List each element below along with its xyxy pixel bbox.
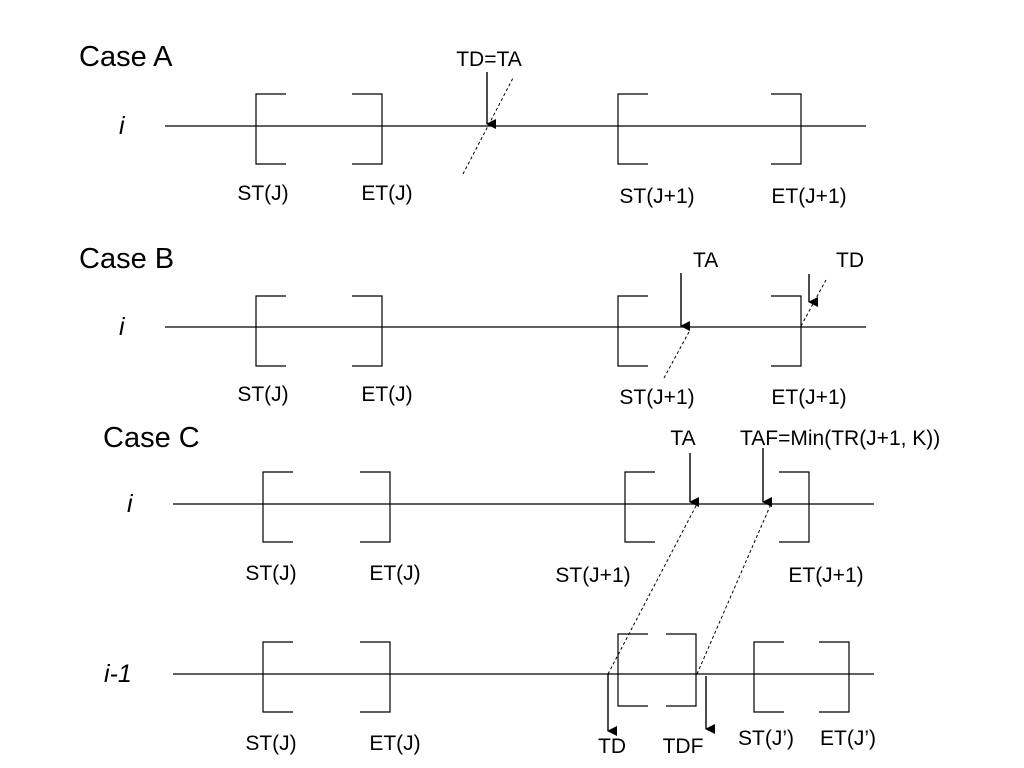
case-c-et-jp-label: ET(J’)	[820, 727, 876, 750]
case-a-td-ta-label: TD=TA	[456, 48, 522, 71]
case-a-st-j1-bracket	[617, 93, 648, 165]
case-a-dashed-transfer	[462, 77, 514, 175]
case-b: Case B i TA TD ST(J) ET(J) ST(J+1) ET(J+…	[79, 243, 866, 409]
case-a-et-j-bracket	[352, 93, 383, 165]
case-c-dashed-tdf-taf	[696, 503, 772, 675]
case-c: Case C i TA TAF=Min(TR(J+1, K)) ST(J) ET…	[103, 422, 940, 758]
case-b-st-j-bracket	[255, 295, 286, 367]
case-b-ta-label: TA	[693, 249, 718, 272]
case-c-i-et-j-bracket	[360, 471, 391, 543]
case-c-i1-task-start-bracket	[617, 633, 648, 707]
case-c-i-st-j-bracket	[262, 471, 293, 543]
case-a-st-j-label: ST(J)	[237, 182, 288, 205]
case-b-title: Case B	[79, 243, 174, 275]
case-b-row-label: i	[119, 313, 126, 341]
case-c-tdf-label: TDF	[663, 735, 704, 758]
case-b-st-j1-label: ST(J+1)	[619, 386, 694, 409]
case-c-i-st-j1-label: ST(J+1)	[555, 564, 630, 587]
case-c-i1-et-j-label: ET(J)	[369, 732, 420, 755]
case-b-st-j1-bracket	[617, 295, 648, 367]
case-c-i1-et-jp-bracket	[819, 641, 850, 713]
case-c-i-st-j1-bracket	[624, 471, 655, 543]
case-c-dashed-td-ta	[607, 503, 698, 675]
case-a: Case A i TD=TA ST(J) ET(J) ST(J+1) ET(J+…	[79, 41, 866, 208]
case-b-et-j1-label: ET(J+1)	[771, 386, 846, 409]
case-b-dashed-td	[800, 279, 827, 327]
case-a-st-j-bracket	[255, 93, 286, 165]
case-b-et-j-bracket	[352, 295, 383, 367]
case-c-i-et-j-label: ET(J)	[369, 562, 420, 585]
case-c-i1-st-jp-bracket	[753, 641, 784, 713]
case-b-et-j-label: ET(J)	[361, 383, 412, 406]
case-b-dashed-ta	[663, 329, 691, 379]
case-b-st-j-label: ST(J)	[237, 383, 288, 406]
case-c-i1-st-j-bracket	[262, 641, 293, 713]
case-a-st-j1-label: ST(J+1)	[619, 185, 694, 208]
case-c-title: Case C	[103, 422, 200, 454]
case-c-i-et-j1-bracket	[779, 471, 810, 543]
case-c-row-i-label: i	[127, 490, 134, 518]
case-c-i1-et-j-bracket	[360, 641, 391, 713]
case-a-et-j-label: ET(J)	[361, 182, 412, 205]
case-b-td-label: TD	[836, 249, 864, 272]
case-c-i1-task-end-bracket	[666, 633, 697, 707]
case-a-et-j1-bracket	[771, 93, 802, 165]
case-a-title: Case A	[79, 41, 173, 73]
case-c-i-et-j1-label: ET(J+1)	[788, 564, 863, 587]
case-c-ta-label: TA	[670, 427, 695, 450]
case-c-row-i1-label: i-1	[104, 660, 132, 688]
case-b-et-j1-bracket	[771, 295, 802, 367]
case-c-taf-label: TAF=Min(TR(J+1, K))	[740, 427, 940, 450]
case-c-i-st-j-label: ST(J)	[245, 562, 296, 585]
case-c-i1-st-j-label: ST(J)	[245, 732, 296, 755]
case-a-row-label: i	[119, 112, 126, 140]
case-c-td-label: TD	[598, 735, 626, 758]
case-a-et-j1-label: ET(J+1)	[771, 185, 846, 208]
case-c-st-jp-label: ST(J’)	[738, 727, 794, 750]
